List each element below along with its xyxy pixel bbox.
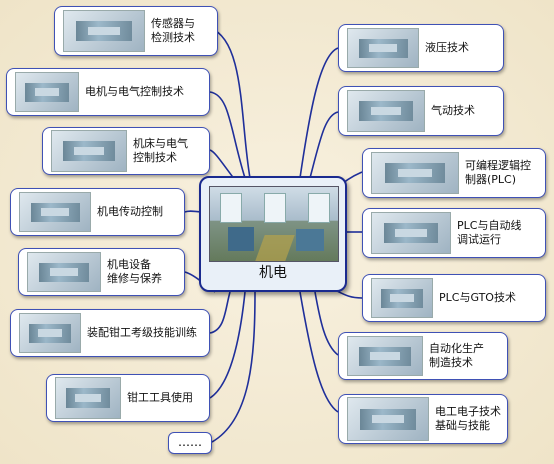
central-topic[interactable]: 机电: [199, 176, 347, 292]
workshop-scene-image: [209, 186, 339, 262]
topic-label: 电工电子技术 基础与技能: [435, 405, 501, 432]
topic-label: 电机与电气控制技术: [85, 85, 184, 98]
link-right-1: [299, 47, 339, 179]
topic-label: 自动化生产 制造技术: [429, 342, 484, 369]
topic-label: PLC与GTO技术: [439, 291, 516, 304]
topic-label: 可编程逻辑控 制器(PLC): [465, 159, 531, 186]
equipment-thumbnail: [63, 10, 145, 52]
topic-node-automated-manufacturing[interactable]: 自动化生产 制造技术: [338, 332, 508, 380]
equipment-thumbnail: [347, 28, 419, 68]
topic-node-sensor[interactable]: 传感器与 检测技术: [54, 6, 218, 56]
link-left-3: [209, 149, 236, 181]
topic-node-fitter-training[interactable]: 装配钳工考级技能训练: [10, 309, 210, 357]
topic-label: 装配钳工考级技能训练: [87, 326, 197, 339]
link-left-7: [209, 291, 246, 399]
equipment-thumbnail: [51, 130, 127, 172]
equipment-thumbnail: [347, 397, 429, 441]
topic-label: 机电设备 维修与保养: [107, 258, 162, 285]
topic-label: PLC与自动线 调试运行: [457, 219, 522, 246]
equipment-thumbnail: [347, 336, 423, 376]
topic-label: 机电传动控制: [97, 205, 163, 218]
topic-node-machine-tool[interactable]: 机床与电气 控制技术: [42, 127, 210, 175]
equipment-thumbnail: [15, 72, 79, 112]
central-topic-label: 机电: [259, 265, 287, 281]
equipment-thumbnail: [371, 212, 451, 254]
link-left-8: [211, 291, 256, 443]
equipment-thumbnail: [371, 278, 433, 318]
topic-label: 钳工工具使用: [127, 391, 193, 404]
topic-node-hydraulics[interactable]: 液压技术: [338, 24, 504, 72]
topic-node-fitter-tools[interactable]: 钳工工具使用: [46, 374, 210, 422]
equipment-thumbnail: [55, 377, 121, 419]
topic-label: 液压技术: [425, 41, 469, 54]
more-topics-label: ……: [178, 435, 202, 449]
topic-node-electronics-basics[interactable]: 电工电子技术 基础与技能: [338, 394, 508, 444]
topic-node-motor-control[interactable]: 电机与电气控制技术: [6, 68, 210, 116]
topic-node-plc-gto[interactable]: PLC与GTO技术: [362, 274, 546, 322]
topic-node-pneumatics[interactable]: 气动技术: [338, 86, 504, 136]
link-left-6: [209, 291, 231, 334]
equipment-thumbnail: [347, 90, 425, 132]
link-left-1: [209, 27, 251, 179]
topic-label: 机床与电气 控制技术: [133, 137, 188, 164]
link-right-6: [314, 291, 339, 356]
link-left-2: [209, 91, 246, 179]
more-topics-node[interactable]: ……: [168, 432, 212, 454]
topic-node-drive-control[interactable]: 机电传动控制: [10, 188, 185, 236]
equipment-thumbnail: [27, 252, 101, 292]
topic-label: 传感器与 检测技术: [151, 17, 195, 44]
equipment-thumbnail: [19, 313, 81, 353]
link-right-7: [299, 291, 339, 413]
topic-node-equipment-maintenance[interactable]: 机电设备 维修与保养: [18, 248, 185, 296]
link-right-2: [309, 111, 339, 179]
topic-node-plc[interactable]: 可编程逻辑控 制器(PLC): [362, 148, 546, 198]
topic-node-plc-automation-line[interactable]: PLC与自动线 调试运行: [362, 208, 546, 258]
topic-label: 气动技术: [431, 104, 475, 117]
equipment-thumbnail: [371, 152, 459, 194]
equipment-thumbnail: [19, 192, 91, 232]
